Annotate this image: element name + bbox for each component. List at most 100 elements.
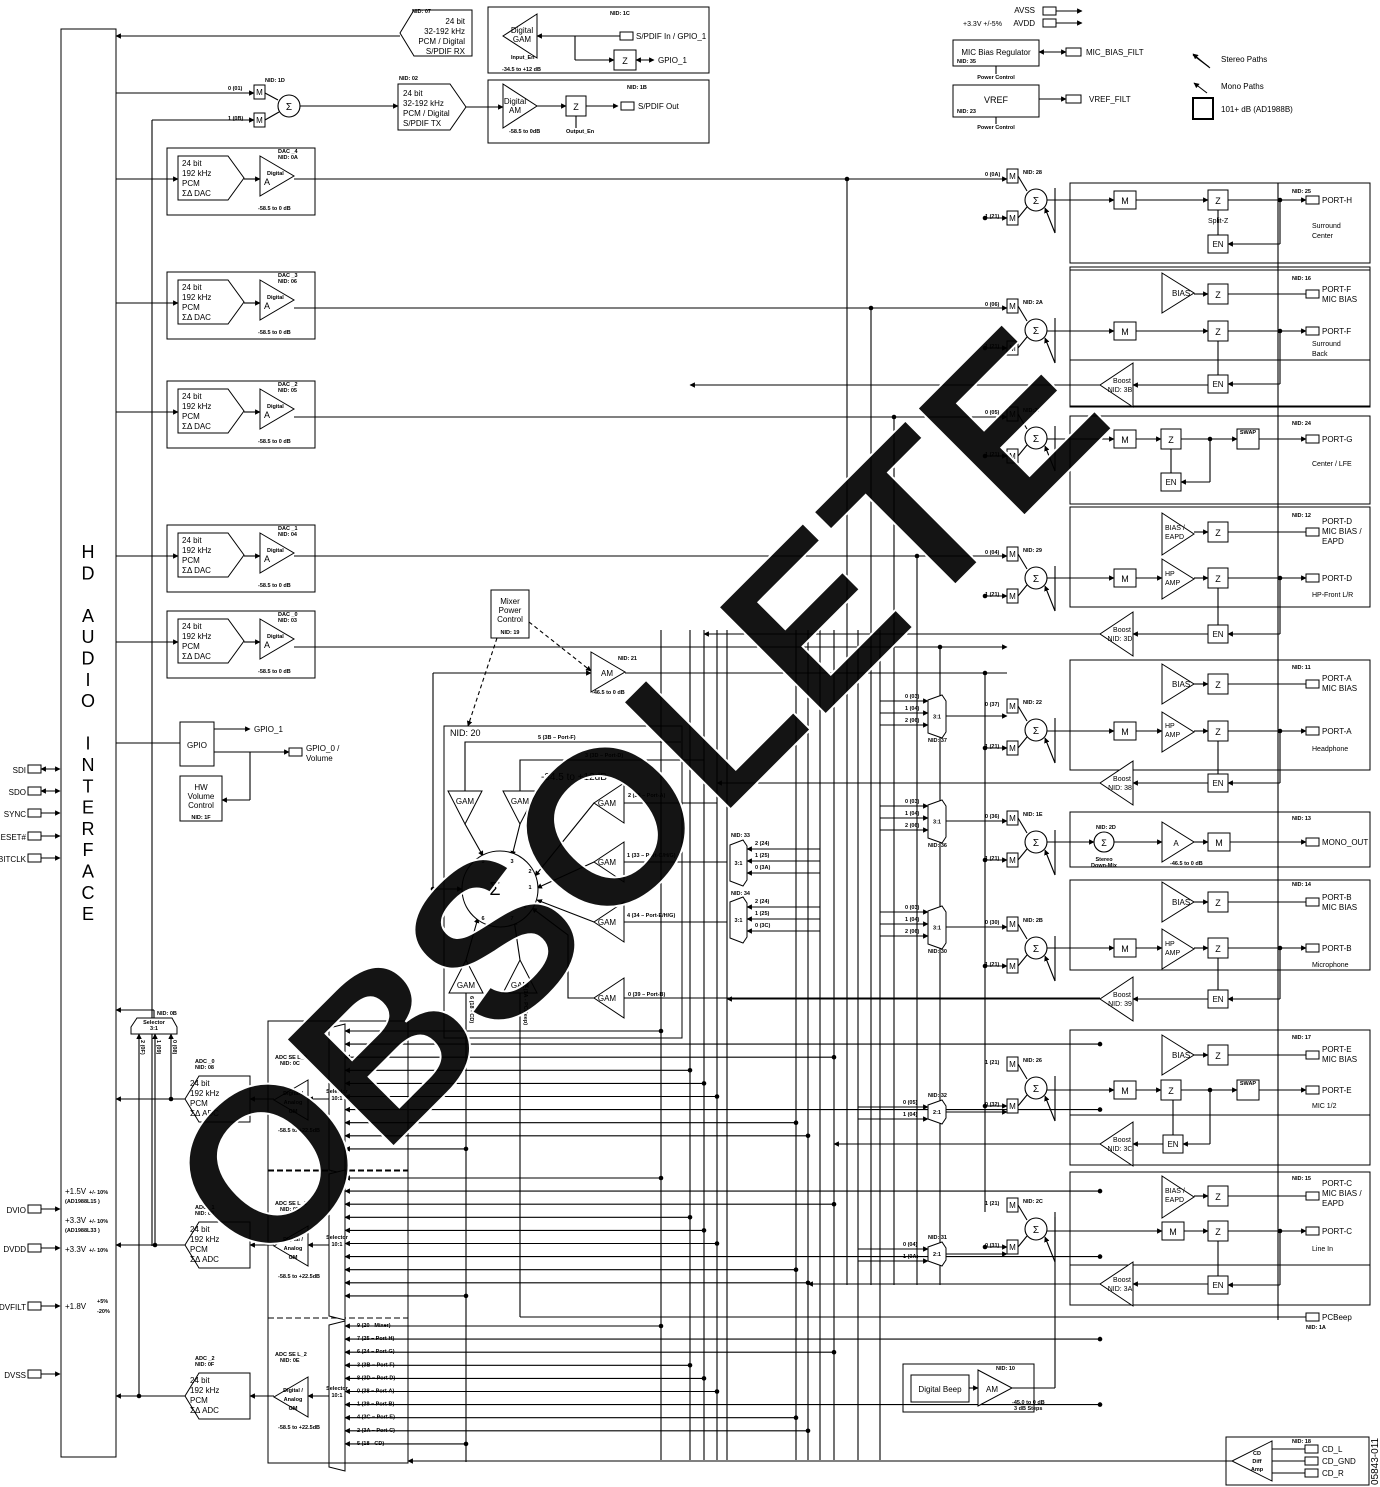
label: AM	[509, 106, 521, 115]
m-label: M	[1169, 1227, 1177, 1237]
label: 3:1	[150, 1026, 158, 1032]
label: NID: 09	[195, 1211, 214, 1217]
label: BIAS	[1172, 680, 1190, 689]
signal-pin	[27, 1301, 42, 1311]
label: -45.0 to 0 dB	[1012, 1400, 1045, 1406]
label: 6 (24 – Port-G)	[357, 1349, 395, 1355]
obsolete-watermark: OBSOLETE	[120, 280, 1152, 1312]
junction-dot	[831, 1054, 837, 1060]
hd-interface-letter: F	[83, 840, 94, 860]
mixer-sum	[1024, 1217, 1048, 1241]
label: NID: 0D	[280, 1207, 300, 1213]
label: Boost	[1113, 627, 1131, 634]
m-label: M	[1121, 196, 1129, 206]
hp-amp	[1161, 711, 1195, 753]
label: AMP	[1165, 732, 1181, 739]
label: 1 (21)	[985, 1060, 1000, 1066]
label: -46.5 to 0 dB	[1170, 861, 1203, 867]
label: 32-192 kHz	[403, 99, 444, 108]
mux-ratio: 3:1	[933, 715, 941, 721]
label: PCM	[190, 1245, 208, 1254]
label: GM	[289, 1406, 298, 1412]
label: NID: 07	[412, 9, 431, 15]
hd-audio-interface	[60, 28, 117, 1458]
label: NID: 28	[1023, 170, 1042, 176]
label: GAM	[456, 797, 475, 806]
selector-34	[729, 896, 748, 944]
label: MIC BIAS /	[1322, 527, 1362, 536]
label: 1 (04)	[905, 706, 920, 712]
pin-box	[1305, 195, 1320, 205]
pin-box	[1305, 289, 1320, 299]
m-box	[1006, 1239, 1019, 1255]
wire	[1017, 584, 1028, 597]
dac-amp	[259, 155, 295, 197]
label: GAM	[457, 981, 476, 990]
label: ΣΔ DAC	[182, 566, 211, 575]
label: NID: 04	[278, 532, 298, 538]
signal-label: SDO	[9, 788, 26, 797]
label: 0 (38 – Port-A)	[357, 1389, 394, 1395]
label: 24 bit	[182, 159, 202, 168]
label: NID: 3B	[1108, 387, 1133, 394]
label: NID: 2A	[1023, 300, 1043, 306]
label: GAM	[598, 918, 617, 927]
dac-frame	[166, 380, 316, 449]
label: Σ	[1033, 196, 1039, 207]
mixer-power-control	[490, 589, 530, 639]
mux-ratio: 3:1	[735, 918, 743, 924]
junction-dot	[982, 215, 988, 221]
label: PORT-F	[1322, 327, 1351, 336]
z-box	[1160, 1079, 1182, 1101]
label: NID: 20	[450, 728, 481, 738]
label: VREF_FILT	[1089, 95, 1131, 104]
dac-frame	[166, 147, 316, 216]
label: Digital	[267, 171, 284, 177]
port-frame	[1069, 811, 1371, 868]
wire	[512, 919, 521, 961]
wire	[536, 861, 595, 889]
label: Digital	[267, 548, 284, 554]
spdif-rx-block	[399, 9, 473, 57]
label: 5 (18 - CD)	[357, 1441, 384, 1447]
label: HW	[194, 783, 208, 792]
wire	[1017, 848, 1028, 861]
signal-pin	[27, 1243, 42, 1253]
label: NID: 23	[957, 109, 976, 115]
junction-dot	[805, 1280, 811, 1286]
label: PCBeep	[1322, 1313, 1352, 1322]
adc-block	[184, 1075, 251, 1123]
label: 32-192 kHz	[424, 27, 465, 36]
hd-interface-letter: E	[82, 904, 94, 924]
label: AMP	[1165, 580, 1181, 587]
junction-dot	[982, 670, 988, 676]
label: 2 (06)	[905, 718, 920, 724]
label: NID: 18	[1292, 1439, 1311, 1445]
cd-diff-amp	[1230, 1440, 1273, 1482]
signal-pin	[27, 764, 42, 774]
label: 0 (37)	[985, 702, 1000, 708]
label: 0 (05)	[903, 1100, 918, 1106]
junction-dot	[805, 1133, 811, 1139]
label: NID: 17	[1292, 1035, 1311, 1041]
spdif-out-frame	[487, 79, 710, 144]
port-e-lower	[1069, 1114, 1371, 1166]
label: ΣΔ ADC	[190, 1255, 219, 1264]
label: -58.5 to 0 dB	[258, 669, 291, 675]
z-box	[1207, 320, 1229, 342]
m-box	[1006, 1098, 1019, 1114]
boost-amp	[1099, 611, 1134, 657]
label: Boost	[1113, 776, 1131, 783]
label: NID: 13	[1292, 816, 1311, 822]
junction-dot	[982, 1244, 988, 1250]
wire	[1017, 1235, 1028, 1248]
label: A	[264, 301, 270, 311]
label: CD_GND	[1322, 1457, 1356, 1466]
label: 3 (3D – Port-D)	[585, 753, 623, 759]
dac-block	[177, 388, 245, 434]
label: 10:1	[331, 1393, 342, 1399]
label: NID: 39	[1108, 1001, 1132, 1008]
label: -58.5 to 0 dB	[258, 330, 291, 336]
label: +/- 10%	[89, 1248, 108, 1254]
m-box	[1006, 340, 1019, 356]
